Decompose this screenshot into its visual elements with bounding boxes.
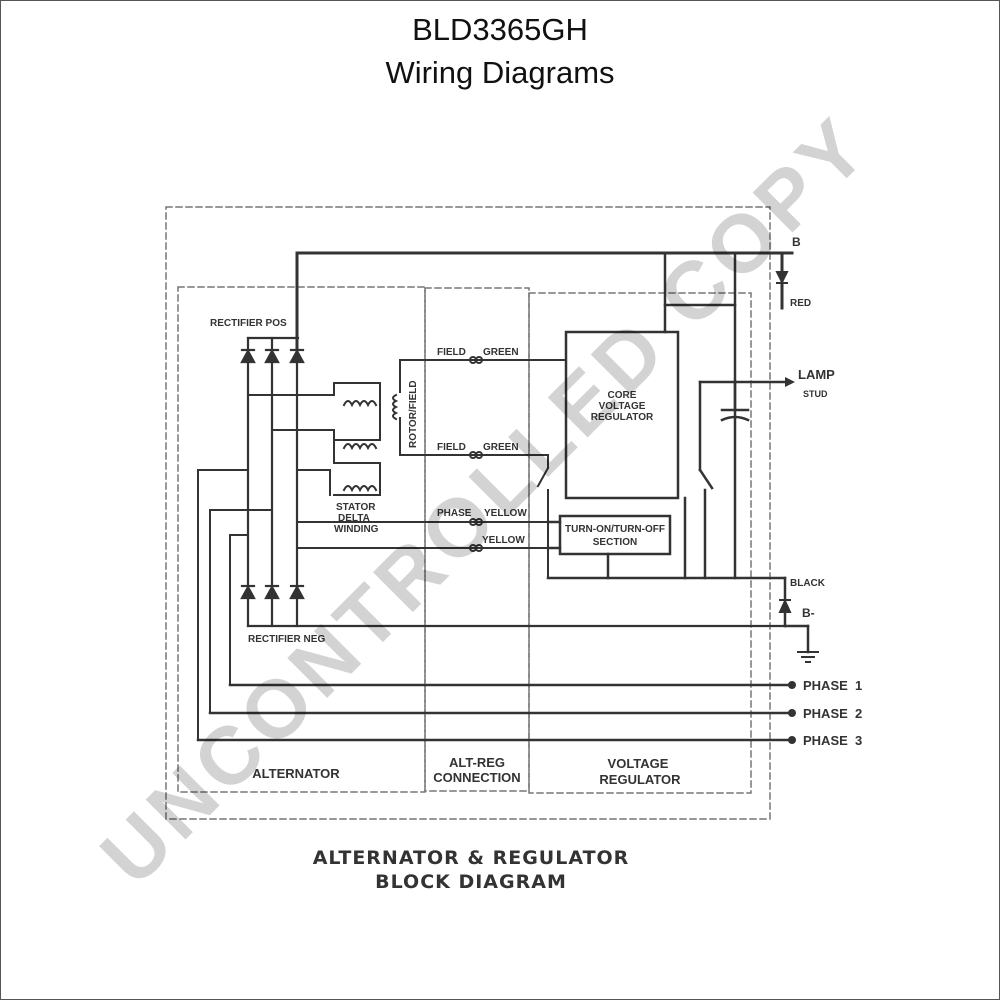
stator-winding-icon xyxy=(342,400,378,493)
stator-wiring xyxy=(197,382,549,741)
stator-label-3: WINDING xyxy=(334,524,379,535)
black-label: BLACK xyxy=(790,578,826,589)
phase-lines xyxy=(196,683,792,742)
green-top-label: GREEN xyxy=(483,347,519,358)
turn-on-off-label-2: SECTION xyxy=(593,537,637,548)
alternator-section-label: ALTERNATOR xyxy=(252,766,340,781)
field-connectors xyxy=(469,356,483,552)
yellow-top-label: YELLOW xyxy=(484,508,527,519)
phase-wire-label: PHASE xyxy=(437,508,472,519)
lamp-label: LAMP xyxy=(798,367,835,382)
stud-label: STUD xyxy=(803,389,828,399)
outer-dashed-box xyxy=(165,206,771,820)
yellow-bottom-label: YELLOW xyxy=(482,535,525,546)
turn-on-off-box xyxy=(558,514,672,556)
lamp-arrow-icon xyxy=(785,377,795,387)
ground-icon xyxy=(797,651,819,663)
core-voltage-regulator-box xyxy=(564,330,680,500)
green-bottom-label: GREEN xyxy=(483,442,519,453)
black-diode-icon xyxy=(778,598,792,613)
field-bottom-label: FIELD xyxy=(437,442,466,453)
rotor-field-label: ROTOR/FIELD xyxy=(408,380,419,448)
b-plus-label: B xyxy=(792,235,801,249)
phase-1-label: PHASE 1 xyxy=(803,678,862,693)
b-minus-label: B- xyxy=(802,606,815,620)
red-label: RED xyxy=(790,298,811,309)
phase-2-label: PHASE 2 xyxy=(803,706,862,721)
core-label-2: VOLTAGE xyxy=(599,401,646,412)
core-label-1: CORE xyxy=(608,390,637,401)
stator-label-1: STATOR xyxy=(336,502,376,513)
alt-reg-label-1: ALT-REG xyxy=(449,755,505,770)
regulator-wiring xyxy=(546,251,810,654)
caption-line-2: BLOCK DIAGRAM xyxy=(375,871,567,893)
voltage-regulator-label-1: VOLTAGE xyxy=(608,756,669,771)
voltage-regulator-label-2: REGULATOR xyxy=(599,772,681,787)
rectifier-pos xyxy=(240,336,305,588)
red-diode-icon xyxy=(775,271,789,285)
core-label-3: REGULATOR xyxy=(591,412,654,423)
page-subtitle: Wiring Diagrams xyxy=(385,55,615,90)
rotor-field-circuit xyxy=(392,359,566,579)
phase-terminals xyxy=(788,681,796,744)
rectifier-pos-label: RECTIFIER POS xyxy=(210,318,287,329)
caption-line-1: ALTERNATOR & REGULATOR xyxy=(313,847,630,869)
phase-3-label: PHASE 3 xyxy=(803,733,862,748)
rectifier-neg xyxy=(240,584,787,628)
field-top-label: FIELD xyxy=(437,347,466,358)
stator-label-2: DELTA xyxy=(338,513,370,524)
rectifier-neg-label: RECTIFIER NEG xyxy=(248,634,325,645)
model-title: BLD3365GH xyxy=(412,12,588,47)
alt-reg-label-2: CONNECTION xyxy=(433,770,520,785)
turn-on-off-label-1: TURN-ON/TURN-OFF xyxy=(565,524,665,535)
